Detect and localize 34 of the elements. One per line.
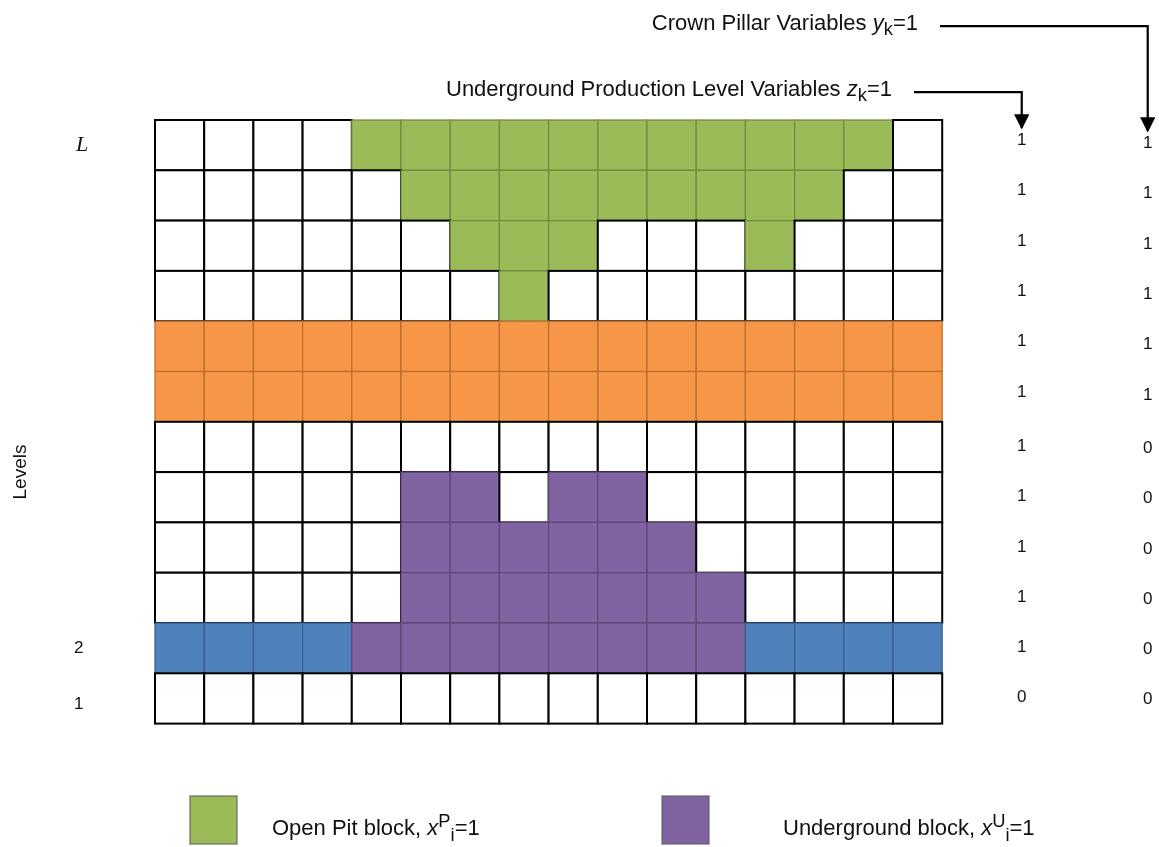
variable-value: 0 bbox=[1143, 639, 1153, 660]
variable-value: 0 bbox=[1143, 538, 1153, 559]
variable-value: 1 bbox=[1017, 281, 1027, 302]
axis-title: Levels bbox=[9, 444, 30, 500]
variable-value: 1 bbox=[1017, 381, 1027, 402]
variable-value: 1 bbox=[1143, 233, 1153, 254]
variable-value: 1 bbox=[1143, 284, 1153, 305]
variable-value: 1 bbox=[1017, 331, 1027, 352]
variable-caption: Crown Pillar Variables y$_{k}$=1 bbox=[651, 10, 918, 43]
legend-label: Open Pit block, x$^{P}$$_{i}$=1 bbox=[272, 809, 480, 847]
legend-label: Underground block, x$^{U}$$_{i}$=1 bbox=[783, 809, 1035, 847]
level-mark: 1 bbox=[74, 694, 84, 715]
level-mark: 2 bbox=[74, 638, 84, 659]
variable-value: 1 bbox=[1017, 637, 1027, 658]
variable-caption: Underground Production Level Variables z$_{k}$=1 bbox=[446, 76, 892, 109]
variable-value: 1 bbox=[1017, 536, 1027, 557]
variable-value: 0 bbox=[1143, 689, 1153, 710]
leader-arrow bbox=[940, 25, 1156, 133]
variable-value: 1 bbox=[1143, 133, 1153, 153]
variable-value: 1 bbox=[1143, 183, 1153, 204]
variable-value: 1 bbox=[1143, 384, 1153, 405]
level-mark: L bbox=[76, 134, 89, 154]
variable-value: 1 bbox=[1017, 180, 1027, 201]
variable-value: 1 bbox=[1017, 230, 1027, 251]
variable-value: 1 bbox=[1017, 435, 1027, 456]
variable-value: 0 bbox=[1143, 588, 1153, 609]
leader-arrow bbox=[914, 91, 1030, 130]
variable-value: 0 bbox=[1143, 437, 1153, 458]
variable-value: 1 bbox=[1017, 130, 1027, 150]
variable-value: 1 bbox=[1017, 586, 1027, 607]
variable-value: 0 bbox=[1017, 687, 1027, 708]
variable-value: 1 bbox=[1143, 334, 1153, 355]
variable-value: 1 bbox=[1017, 486, 1027, 507]
variable-value: 0 bbox=[1143, 488, 1153, 509]
